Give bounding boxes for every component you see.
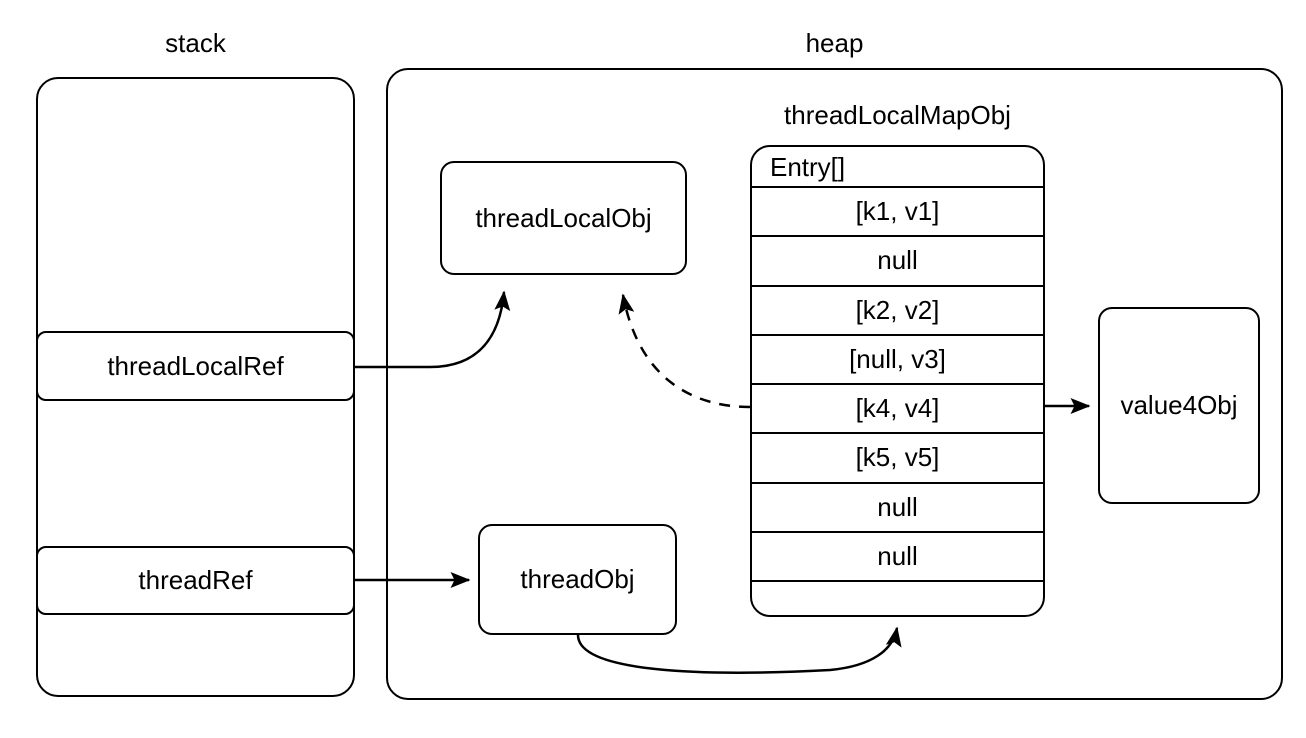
entry-row[interactable]: [k4, v4] [752, 385, 1043, 435]
stack-slot-threadref[interactable]: threadRef [36, 546, 355, 615]
stack-slot-threadlocalref-label: threadLocalRef [107, 350, 284, 381]
threadlocalmapobj-label: threadLocalMapObj [784, 100, 1011, 130]
entry-array-box: Entry[] [k1, v1] null [k2, v2] [null, v3… [750, 145, 1045, 617]
heap-object-threadlocalobj[interactable]: threadLocalObj [440, 161, 687, 275]
stack-slot-threadlocalref[interactable]: threadLocalRef [36, 331, 355, 401]
entry-row[interactable]: null [752, 532, 1043, 582]
heap-object-threadlocalobj-label: threadLocalObj [475, 202, 652, 233]
heap-region [386, 68, 1283, 700]
stack-region-label: stack [165, 28, 226, 58]
heap-object-threadobj[interactable]: threadObj [478, 524, 677, 635]
entry-row[interactable]: [k5, v5] [752, 434, 1043, 484]
entry-row[interactable]: null [752, 237, 1043, 287]
heap-object-value4obj-label: value4Obj [1120, 390, 1238, 420]
heap-region-label: heap [805, 28, 864, 58]
entry-row[interactable]: [k2, v2] [752, 286, 1043, 336]
entry-row[interactable]: [null, v3] [752, 335, 1043, 385]
entry-array-rows: [k1, v1] null [k2, v2] [null, v3] [k4, v… [752, 186, 1043, 582]
entry-row[interactable]: [k1, v1] [752, 188, 1043, 238]
heap-object-threadobj-label: threadObj [520, 564, 635, 594]
entry-array-title: Entry[] [770, 152, 846, 182]
entry-row[interactable]: null [752, 483, 1043, 533]
stack-slot-threadref-label: threadRef [138, 565, 253, 595]
heap-object-value4obj[interactable]: value4Obj [1098, 307, 1260, 504]
